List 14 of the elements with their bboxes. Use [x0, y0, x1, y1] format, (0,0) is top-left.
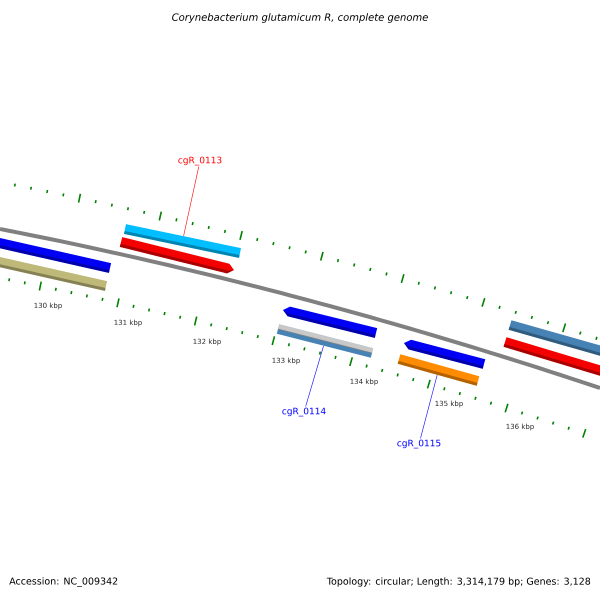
leader-line — [305, 346, 324, 407]
gene-bar — [504, 337, 600, 377]
accession-text: Accession: NC_009342 — [9, 577, 118, 587]
gene-label: cgR_0113 — [178, 156, 222, 166]
title: Corynebacterium glutamicum R, complete genome — [172, 13, 428, 23]
genome-info-text: Topology: circular; Length: 3,314,179 bp; Genes: 3,128 — [326, 577, 590, 587]
gene-bar — [0, 256, 108, 291]
gene-bar — [398, 354, 480, 386]
leader-line — [183, 166, 200, 236]
gene-label: cgR_0115 — [397, 440, 440, 448]
gene-label: cgR_0114 — [282, 408, 326, 416]
leader-line — [420, 374, 438, 439]
gene-bar — [276, 324, 374, 358]
gene-bar — [120, 237, 234, 274]
